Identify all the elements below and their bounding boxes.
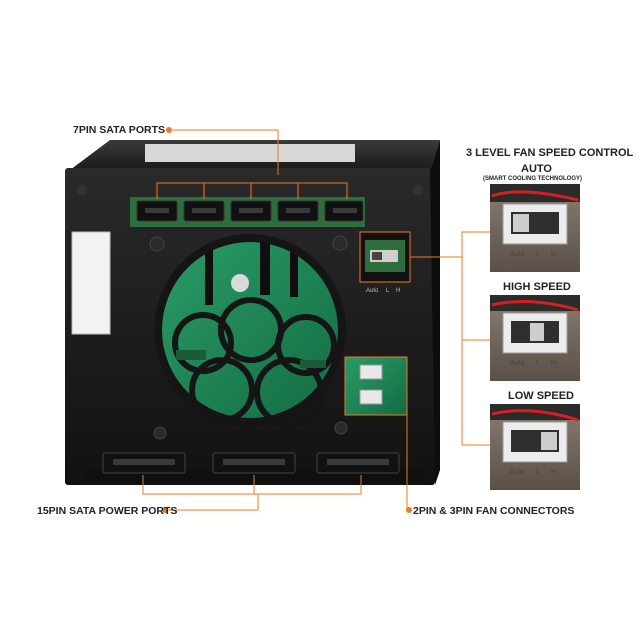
product-sticker (71, 231, 111, 335)
label-power-ports: 15PIN SATA POWER PORTS (37, 505, 178, 517)
mark-auto-1: Auto (510, 251, 525, 258)
mark-high-3: H (551, 469, 556, 476)
mark-low-1: L (536, 251, 540, 258)
label-fan-connectors: 2PIN & 3PIN FAN CONNECTORS (413, 505, 575, 517)
mark-low-3: L (536, 469, 540, 476)
label-low-speed: LOW SPEED (508, 390, 575, 402)
label-sata-ports: 7PIN SATA PORTS (73, 124, 165, 136)
mark-high-chassis: H (396, 288, 400, 294)
sata-power-ports (102, 452, 400, 474)
label-auto: AUTO (521, 163, 552, 175)
mark-auto-3: Auto (510, 469, 525, 476)
screws (77, 185, 423, 440)
mark-auto-chassis: Auto (366, 288, 379, 294)
mark-low-chassis: L (386, 288, 390, 294)
inset-auto (490, 184, 580, 272)
label-high-speed: HIGH SPEED (503, 281, 571, 293)
mark-high-2: H (551, 360, 556, 367)
callout-dots (162, 127, 412, 513)
label-auto-subtitle: (SMART COOLING TECHNOLOGY) (483, 176, 582, 182)
fan-speed-switch (359, 231, 411, 283)
mark-high-1: H (551, 251, 556, 258)
inset-high (490, 295, 580, 381)
mark-auto-2: Auto (510, 360, 525, 367)
fan-connector-board (344, 356, 408, 416)
inset-low (490, 404, 580, 490)
callout-lines (142, 129, 490, 511)
label-fan-speed-control: 3 LEVEL FAN SPEED CONTROL (466, 147, 634, 159)
fan-grille (154, 234, 346, 427)
mark-low-2: L (536, 360, 540, 367)
sata-ports-strip (130, 197, 365, 227)
